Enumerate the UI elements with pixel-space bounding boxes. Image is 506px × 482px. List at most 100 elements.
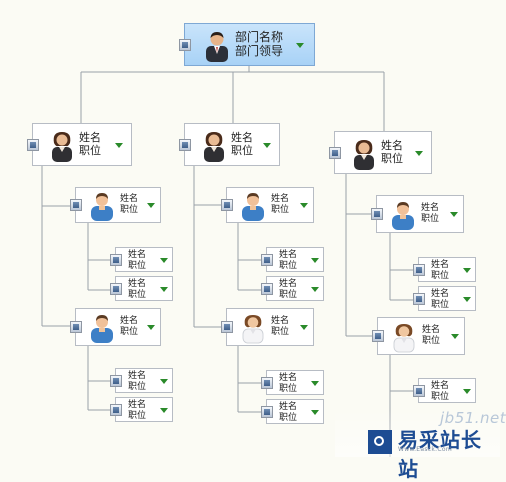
select-handle[interactable] — [413, 384, 425, 397]
node-name: 姓名 — [279, 250, 298, 260]
manager-node[interactable]: 姓名 职位 — [27, 123, 132, 166]
dropdown-arrow-icon[interactable] — [311, 257, 319, 263]
dropdown-arrow-icon[interactable] — [160, 286, 168, 292]
select-handle[interactable] — [27, 138, 39, 151]
select-handle[interactable] — [329, 146, 341, 159]
dropdown-arrow-icon[interactable] — [160, 378, 168, 384]
node-name: 姓名 — [79, 131, 101, 144]
dropdown-arrow-icon[interactable] — [147, 325, 155, 330]
node-title: 职位 — [120, 204, 139, 215]
select-handle[interactable] — [413, 292, 425, 305]
man-avatar-icon — [89, 191, 115, 221]
watermark-backdrop — [335, 409, 500, 457]
dropdown-arrow-icon[interactable] — [463, 267, 471, 273]
select-handle[interactable] — [261, 282, 273, 295]
node-title: 职位 — [271, 326, 290, 337]
select-handle[interactable] — [110, 253, 122, 266]
node-name: 姓名 — [431, 381, 450, 391]
root-department-name: 部门名称 — [235, 30, 284, 44]
select-handle[interactable] — [221, 199, 233, 211]
manager-node[interactable]: 姓名 职位 — [179, 123, 280, 166]
select-handle[interactable] — [110, 403, 122, 416]
node-title: 职位 — [279, 260, 298, 271]
woman-avatar-icon — [351, 138, 377, 170]
dropdown-arrow-icon[interactable] — [147, 203, 155, 208]
node-title: 职位 — [279, 412, 298, 423]
dropdown-arrow-icon[interactable] — [415, 150, 423, 156]
select-handle[interactable] — [261, 405, 273, 418]
node-title: 职位 — [231, 143, 253, 157]
node-name: 姓名 — [128, 371, 147, 381]
org-chart: 部门名称 部门领导 姓名 职位 姓名 职位 姓名 职位 — [27, 23, 506, 481]
node-name: 姓名 — [422, 325, 441, 335]
node-name: 姓名 — [128, 279, 147, 289]
node-name: 姓名 — [271, 316, 290, 326]
dropdown-arrow-icon[interactable] — [160, 257, 168, 263]
dropdown-arrow-icon[interactable] — [463, 388, 471, 394]
team-lead-node[interactable]: 姓名 职位 — [372, 317, 465, 355]
node-name: 姓名 — [279, 402, 298, 412]
node-title: 职位 — [271, 204, 290, 215]
staff-node[interactable]: 姓名 职位 — [413, 257, 476, 282]
man-avatar-icon — [240, 191, 266, 221]
manager-avatar-icon — [203, 30, 231, 62]
staff-node[interactable]: 姓名 职位 — [110, 276, 173, 301]
node-name: 姓名 — [279, 279, 298, 289]
manager-node[interactable]: 姓名 职位 — [329, 131, 432, 174]
node-title: 职位 — [128, 381, 147, 392]
node-name: 姓名 — [431, 289, 450, 299]
node-title: 职位 — [120, 326, 139, 337]
select-handle[interactable] — [179, 138, 191, 151]
staff-node[interactable]: 姓名 职位 — [261, 399, 324, 424]
team-lead-node[interactable]: 姓名 职位 — [221, 308, 314, 346]
staff-node[interactable]: 姓名 职位 — [261, 370, 324, 395]
staff-node[interactable]: 姓名 职位 — [261, 247, 324, 272]
team-lead-node[interactable]: 姓名 职位 — [70, 187, 161, 223]
node-title: 职位 — [279, 289, 298, 300]
node-title: 职位 — [381, 151, 403, 165]
dropdown-arrow-icon[interactable] — [263, 142, 271, 148]
staff-node[interactable]: 姓名 职位 — [413, 286, 476, 311]
dropdown-arrow-icon[interactable] — [300, 325, 308, 330]
select-handle[interactable] — [70, 199, 82, 211]
team-lead-node[interactable]: 姓名 职位 — [70, 308, 161, 346]
dropdown-arrow-icon[interactable] — [115, 142, 123, 148]
dropdown-arrow-icon[interactable] — [450, 212, 458, 217]
team-lead-node[interactable]: 姓名 职位 — [221, 187, 314, 223]
staff-node[interactable]: 姓名 职位 — [110, 368, 173, 393]
dropdown-arrow-icon[interactable] — [300, 203, 308, 208]
staff-node[interactable]: 姓名 职位 — [261, 276, 324, 301]
dropdown-arrow-icon[interactable] — [311, 409, 319, 415]
staff-node[interactable]: 姓名 职位 — [413, 378, 476, 403]
select-handle[interactable] — [261, 253, 273, 266]
dropdown-arrow-icon[interactable] — [451, 334, 459, 339]
select-handle[interactable] — [221, 321, 233, 333]
dropdown-arrow-icon[interactable] — [160, 407, 168, 413]
node-title: 职位 — [128, 289, 147, 300]
node-name: 姓名 — [381, 139, 403, 152]
select-handle[interactable] — [371, 208, 383, 220]
dropdown-arrow-icon[interactable] — [311, 380, 319, 386]
root-leader-title: 部门领导 — [235, 44, 284, 59]
dropdown-arrow-icon[interactable] — [463, 296, 471, 302]
node-title: 职位 — [421, 213, 440, 224]
root-node[interactable]: 部门名称 部门领导 — [179, 23, 315, 66]
staff-node[interactable]: 姓名 职位 — [110, 247, 173, 272]
dropdown-arrow-icon[interactable] — [296, 42, 304, 48]
team-lead-node[interactable]: 姓名 职位 — [371, 195, 464, 233]
node-name: 姓名 — [279, 373, 298, 383]
select-handle[interactable] — [372, 330, 384, 342]
watermark-brand-sub: Www.Easck.Com — [398, 446, 452, 453]
select-handle[interactable] — [261, 376, 273, 389]
select-handle[interactable] — [70, 321, 82, 333]
select-handle[interactable] — [413, 263, 425, 276]
staff-node[interactable]: 姓名 职位 — [110, 397, 173, 422]
man-avatar-icon — [89, 313, 115, 343]
node-name: 姓名 — [120, 194, 139, 204]
select-handle[interactable] — [179, 38, 191, 51]
select-handle[interactable] — [110, 374, 122, 387]
node-title: 职位 — [431, 391, 450, 402]
node-name: 姓名 — [120, 316, 139, 326]
dropdown-arrow-icon[interactable] — [311, 286, 319, 292]
select-handle[interactable] — [110, 282, 122, 295]
